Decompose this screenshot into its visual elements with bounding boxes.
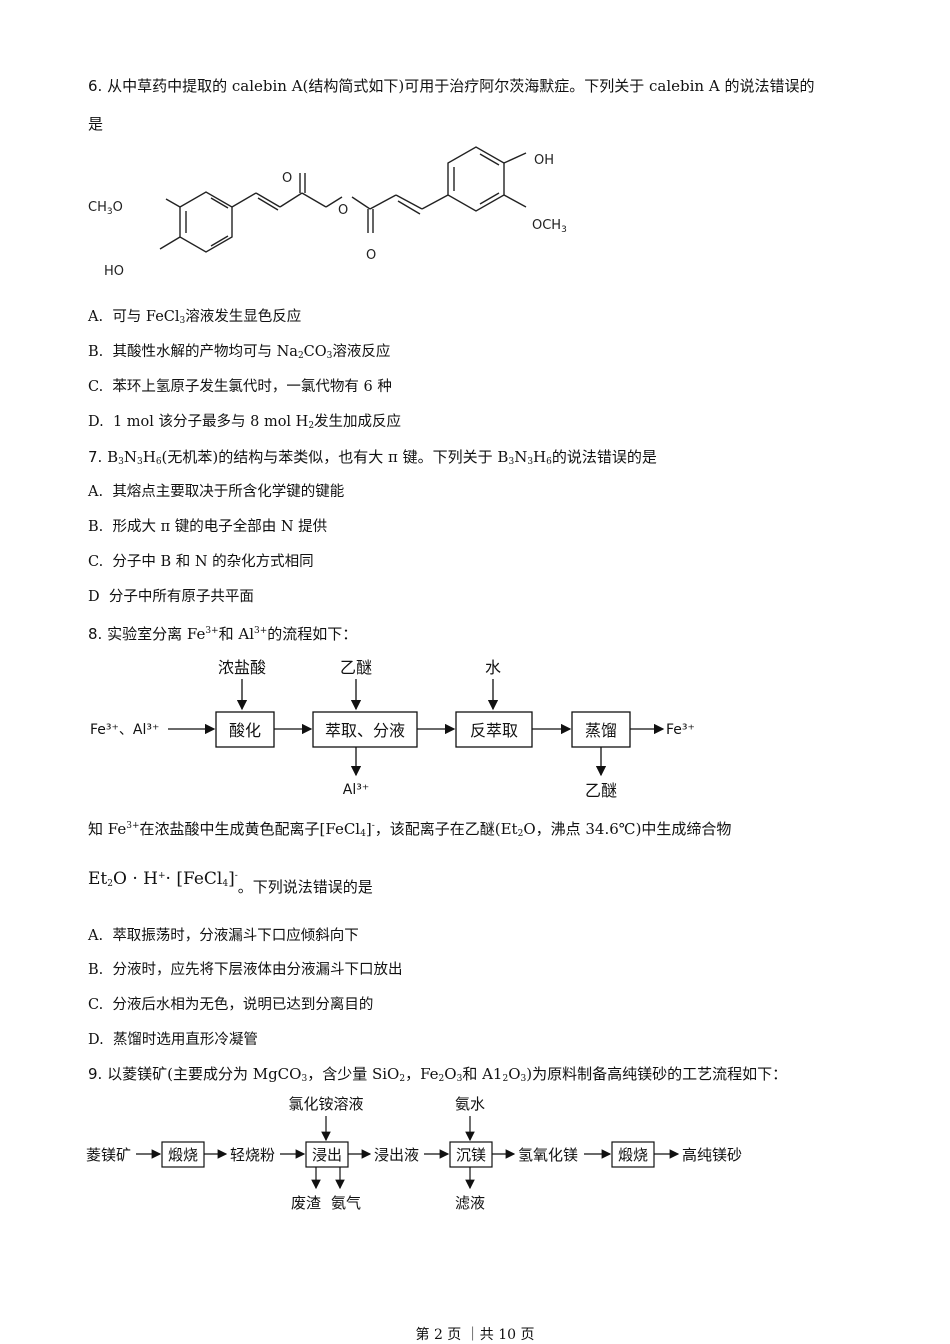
q9-input: 菱镁矿 bbox=[86, 1146, 131, 1164]
q6-stem-line1: 6. 从中草药中提取的 calebin A(结构简式如下)可用于治疗阿尔茨海默症… bbox=[88, 76, 814, 96]
q7-option-b[interactable]: B. 形成大 π 键的电子全部由 N 提供 bbox=[88, 519, 328, 535]
page-footer: 第 2 页 ｜共 10 页 bbox=[415, 1327, 535, 1343]
q9-flowchart: 氯化铵溶液 氨水 菱镁矿 煅烧 轻烧粉 浸出 浸出液 沉镁 氢氧化镁 煅烧 高纯… bbox=[86, 1095, 742, 1212]
q9-out-filtrate: 滤液 bbox=[455, 1194, 485, 1212]
q9-out-residue: 废渣 bbox=[291, 1194, 321, 1212]
q9-mid-3: 氢氧化镁 bbox=[518, 1146, 578, 1164]
q9-mid-1: 轻烧粉 bbox=[230, 1146, 275, 1164]
q6-option-b[interactable]: B. 其酸性水解的产物均可与 Na2CO3溶液反应 bbox=[88, 344, 391, 361]
q8-step-2: 萃取、分液 bbox=[325, 721, 405, 740]
q9-out-ammonia: 氨气 bbox=[331, 1194, 361, 1212]
q9-box3-label: 沉镁 bbox=[456, 1146, 486, 1164]
q9-box2-label: 浸出 bbox=[312, 1146, 342, 1164]
q8-step-3: 反萃取 bbox=[470, 721, 518, 740]
q7-option-d[interactable]: D 分子中所有原子共平面 bbox=[88, 589, 254, 605]
q6-option-a[interactable]: A. 可与 FeCl3溶液发生显色反应 bbox=[88, 309, 302, 326]
q7-number: 7. bbox=[88, 448, 103, 466]
q8-reagent-1: 浓盐酸 bbox=[218, 658, 266, 677]
q8-flowchart: 浓盐酸 乙醚 水 Fe³⁺、Al³⁺ 酸化 萃取、分液 反萃取 蒸馏 Fe³⁺ … bbox=[90, 658, 695, 800]
calebin-a-structure-drawing: CH3O HO O O O OH OCH3 bbox=[80, 145, 600, 285]
q8-output: Fe³⁺ bbox=[666, 722, 695, 738]
q8-formula-line: Et2O · H+· [FeCl4]-。下列说法错误的是 bbox=[88, 869, 373, 896]
q9-reagent-1: 氯化铵溶液 bbox=[288, 1095, 363, 1113]
q9-reagent-2: 氨水 bbox=[455, 1095, 485, 1113]
q8-option-b[interactable]: B. 分液时，应先将下层液体由分液漏斗下口放出 bbox=[88, 962, 403, 978]
q7-option-c[interactable]: C. 分子中 B 和 N 的杂化方式相同 bbox=[88, 554, 314, 570]
q8-reagent-3: 水 bbox=[485, 658, 501, 677]
och3-right-label: OCH3 bbox=[532, 218, 567, 235]
carbonyl-oxygen-label: O bbox=[366, 248, 376, 263]
q8-input: Fe³⁺、Al³⁺ bbox=[90, 722, 159, 738]
q8-stem: 8. 实验室分离 Fe3+和 Al3+的流程如下： bbox=[88, 625, 358, 643]
q6-stem-text: 从中草药中提取的 calebin A(结构简式如下)可用于治疗阿尔茨海默症。下列… bbox=[107, 77, 815, 95]
q8-option-a[interactable]: A. 萃取振荡时，分液漏斗下口应倾斜向下 bbox=[88, 928, 359, 944]
q6-stem-line2: 是 bbox=[88, 115, 104, 133]
q8-option-c[interactable]: C. 分液后水相为无色，说明已达到分离目的 bbox=[88, 997, 374, 1013]
q8-reagent-2: 乙醚 bbox=[340, 658, 372, 677]
q9-stem: 9. 以菱镁矿(主要成分为 MgCO3，含少量 SiO2，Fe2O3和 A12O… bbox=[88, 1065, 788, 1084]
q8-option-d[interactable]: D. 蒸馏时选用直形冷凝管 bbox=[88, 1032, 258, 1048]
q6-number: 6. bbox=[88, 77, 103, 95]
ch3o-left-label: CH3O bbox=[88, 200, 123, 217]
q9-mid-2: 浸出液 bbox=[374, 1146, 419, 1164]
q9-output: 高纯镁砂 bbox=[682, 1146, 742, 1164]
q6-option-c[interactable]: C. 苯环上氢原子发生氯代时，一氯代物有 6 种 bbox=[88, 379, 392, 395]
ketone-oxygen-label: O bbox=[282, 171, 292, 186]
q9-box1-label: 煅烧 bbox=[168, 1146, 198, 1164]
q8-step-4: 蒸馏 bbox=[585, 721, 617, 740]
oh-right-label: OH bbox=[534, 153, 554, 168]
q8-note: 知 Fe3+在浓盐酸中生成黄色配离子[FeCl4]-，该配离子在乙醚(Et2O，… bbox=[88, 820, 732, 839]
q7-stem: 7. B3N3H6(无机苯)的结构与苯类似，也有大 π 键。下列关于 B3N3H… bbox=[88, 448, 657, 467]
q7-option-a[interactable]: A. 其熔点主要取决于所含化学键的键能 bbox=[88, 484, 345, 500]
q8-step-1: 酸化 bbox=[229, 721, 261, 740]
q8-formula: Et2O · H+· [FeCl4]- bbox=[88, 869, 238, 889]
q6-option-d[interactable]: D. 1 mol 该分子最多与 8 mol H2发生加成反应 bbox=[88, 414, 402, 431]
q9-number: 9. bbox=[88, 1065, 103, 1083]
ho-left-label: HO bbox=[104, 264, 124, 279]
q9-box4-label: 煅烧 bbox=[618, 1146, 648, 1164]
q8-out-ether: 乙醚 bbox=[585, 781, 617, 800]
q8-number: 8. bbox=[88, 625, 103, 643]
ester-oxygen-label: O bbox=[338, 203, 348, 218]
q8-out-al: Al³⁺ bbox=[343, 782, 369, 798]
